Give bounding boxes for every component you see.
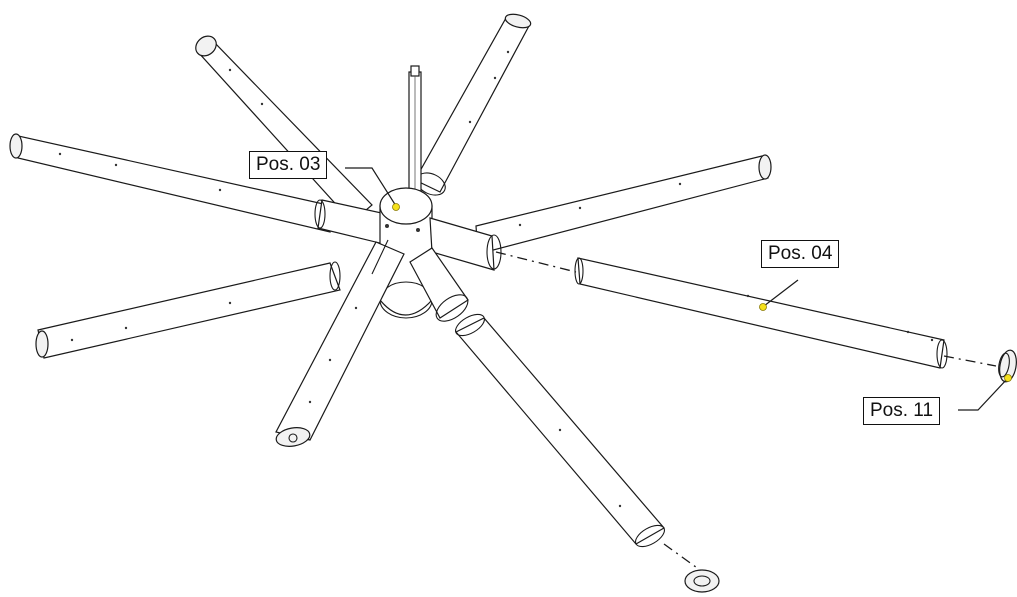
marker-pos11	[1004, 374, 1012, 382]
marker-pos04	[759, 303, 767, 311]
arm-upper-right	[414, 13, 532, 196]
callout-pos-04: Pos. 04	[761, 240, 840, 268]
arm-down-left	[275, 239, 405, 447]
center-sleeve-lower-right	[409, 247, 469, 322]
assembly-line-cap-right	[943, 355, 997, 367]
assembly-line-cap-bottom	[663, 543, 701, 571]
arm-right-upper	[475, 154, 772, 255]
center-hub	[379, 187, 433, 319]
callout-pos-11: Pos. 11	[863, 397, 941, 425]
leader-line-pos04	[763, 279, 799, 307]
arm-lower-left	[35, 261, 341, 359]
leader-line-pos11	[958, 377, 1009, 411]
assembly-line-right	[495, 251, 577, 273]
end-cap-bottom	[684, 569, 720, 593]
tube-detached-right	[574, 257, 948, 369]
leader-line-pos03	[345, 167, 397, 207]
center-rod	[408, 65, 422, 203]
center-sleeve-right	[429, 217, 502, 271]
end-cap-right	[998, 349, 1017, 383]
callout-pos-03: Pos. 03	[249, 151, 328, 179]
marker-pos03	[392, 203, 400, 211]
arm-left	[9, 133, 331, 233]
tube-detached-lower	[455, 313, 665, 548]
